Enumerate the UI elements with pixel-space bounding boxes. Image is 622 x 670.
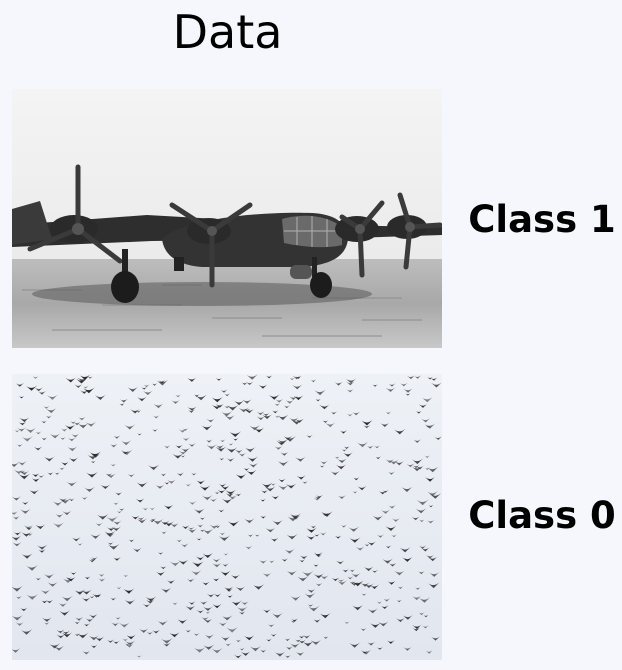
page-title: Data xyxy=(172,5,283,59)
airplane-photo xyxy=(12,89,442,348)
class-0-label: Class 0 xyxy=(468,494,616,537)
class-1-label: Class 1 xyxy=(468,198,616,241)
bird-flock-photo xyxy=(12,374,442,660)
